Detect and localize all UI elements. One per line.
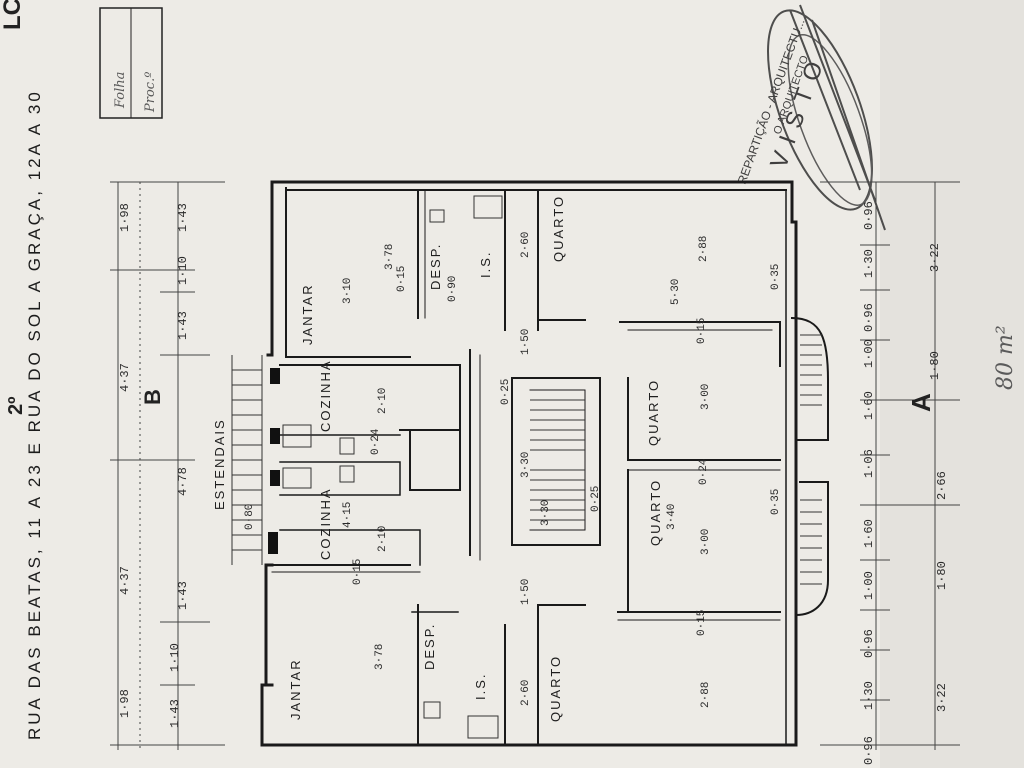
room-is-top: I.S. xyxy=(478,250,493,278)
dim-interior: 0·15 xyxy=(696,318,708,344)
dim-right: 3·22 xyxy=(928,243,942,272)
dim-right: 1·30 xyxy=(862,249,876,278)
room-desp-top: DESP. xyxy=(428,243,443,290)
dim-left: 1·98 xyxy=(118,689,132,718)
column-marks xyxy=(268,368,280,554)
interior-dimensions: 3·78 3·10 0·15 0·90 2·60 2·88 5·30 0·35 … xyxy=(244,232,782,708)
dim-interior: 2·60 xyxy=(520,232,532,258)
dim-right: 1·60 xyxy=(862,519,876,548)
dim-interior: 0·25 xyxy=(590,486,602,512)
area-note: 80 m² xyxy=(993,325,1018,390)
dim-right: 0·96 xyxy=(862,629,876,658)
dim-interior: 2·60 xyxy=(520,680,532,706)
room-quarto-1: QUARTO xyxy=(551,195,566,262)
room-quarto-4: QUARTO xyxy=(548,655,563,722)
room-jantar-bottom: JANTAR xyxy=(288,658,303,720)
dim-interior: 0·24 xyxy=(370,428,382,455)
dim-interior: 0·24 xyxy=(698,458,710,485)
dim-interior: 2·88 xyxy=(700,682,712,708)
dim-interior: 0·35 xyxy=(770,489,782,515)
dim-interior: 2·10 xyxy=(377,526,389,552)
right-dimensions: 0·96 1·30 0·96 1·00 1·60 1·06 1·60 1·00 … xyxy=(862,201,949,765)
dim-right: 1·60 xyxy=(862,391,876,420)
dim-interior: 0·25 xyxy=(500,379,512,405)
dim-interior: 0·15 xyxy=(352,559,364,585)
dim-left: 1·43 xyxy=(176,581,190,610)
dim-interior: 1·50 xyxy=(520,329,532,355)
left-dimensions: 1·98 1·43 1·10 1·43 4·37 4·78 4·37 1·43 … xyxy=(118,203,190,728)
dim-left: 1·10 xyxy=(168,643,182,672)
section-b-mark: B xyxy=(140,389,165,405)
dim-interior: 0·15 xyxy=(396,266,408,292)
dim-right: 0·96 xyxy=(862,201,876,230)
dim-right: 2·66 xyxy=(935,471,949,500)
dim-right: 1·00 xyxy=(862,571,876,600)
dim-interior: 3·78 xyxy=(374,644,386,670)
proc-label: Proc.º xyxy=(143,72,158,113)
dim-left: 1·43 xyxy=(176,311,190,340)
dim-right: 1·00 xyxy=(862,339,876,368)
dim-right: 1·80 xyxy=(935,561,949,590)
dim-right: 1·06 xyxy=(862,449,876,478)
room-jantar-top: JANTAR xyxy=(300,283,315,345)
room-quarto-2: QUARTO xyxy=(646,379,661,446)
room-estendais: ESTENDAIS xyxy=(212,418,227,510)
room-cozinha-top: COZINHA xyxy=(318,360,333,433)
dim-interior: 3·00 xyxy=(700,529,712,555)
dim-left: 4·37 xyxy=(118,363,132,392)
dim-interior: 3·40 xyxy=(666,504,678,530)
dim-left: 1·43 xyxy=(168,699,182,728)
dim-interior: 3·30 xyxy=(520,452,532,478)
dim-left: 4·78 xyxy=(176,467,190,496)
svg-text:RUA DAS BEATAS, 11 A 23 E RU: RUA DAS BEATAS, 11 A 23 E RUA DO SOL A G… xyxy=(25,89,44,740)
dim-right: 1·80 xyxy=(928,351,942,380)
dim-interior: 0·80 xyxy=(244,504,256,530)
dim-right: 0·96 xyxy=(862,303,876,332)
dim-interior: 4·15 xyxy=(342,502,354,528)
dim-interior: 1·50 xyxy=(520,579,532,605)
corner-code: LC xyxy=(0,0,26,30)
folha-proc-box: Folha Proc.º xyxy=(99,7,163,119)
walls xyxy=(260,180,829,747)
right-dimension-lines xyxy=(820,181,960,750)
dim-right: 1·30 xyxy=(862,681,876,710)
dim-right: 0·96 xyxy=(862,736,876,765)
estendais-rack xyxy=(231,355,263,565)
dim-interior: 0·90 xyxy=(447,276,459,302)
dim-interior: 0·15 xyxy=(696,610,708,636)
room-quarto-3: QUARTO xyxy=(648,479,663,546)
dim-left: 4·37 xyxy=(118,566,132,595)
dim-interior: 3·78 xyxy=(384,244,396,270)
room-desp-bottom: DESP. xyxy=(422,623,437,670)
dim-left: 1·10 xyxy=(176,256,190,285)
sanitary-fixtures xyxy=(282,195,503,739)
room-is-bottom: I.S. xyxy=(473,672,488,700)
section-a-mark: A xyxy=(906,393,936,412)
dim-interior: 5·30 xyxy=(670,279,682,305)
room-cozinha-bottom: COZINHA xyxy=(318,488,333,561)
left-dimension-lines xyxy=(110,181,225,750)
folha-label: Folha xyxy=(113,72,128,109)
stair-treads xyxy=(530,334,822,585)
dim-right: 3·22 xyxy=(935,683,949,712)
floor-mark: 2º xyxy=(5,397,27,415)
dim-left: 1·43 xyxy=(176,203,190,232)
dim-interior: 3·10 xyxy=(342,278,354,304)
dim-interior: 0·35 xyxy=(770,264,782,290)
dim-interior: 3·00 xyxy=(700,384,712,410)
street-address: RUA DAS BEATAS, 11 A 23 E RUA DO SOL A G… xyxy=(25,89,44,740)
dim-interior: 2·10 xyxy=(377,388,389,414)
dim-interior: 2·88 xyxy=(698,236,710,262)
dim-left: 1·98 xyxy=(118,203,132,232)
dim-interior: 3·30 xyxy=(540,500,552,526)
room-labels: JANTAR JANTAR COZINHA COZINHA DESP. DESP… xyxy=(212,195,663,722)
